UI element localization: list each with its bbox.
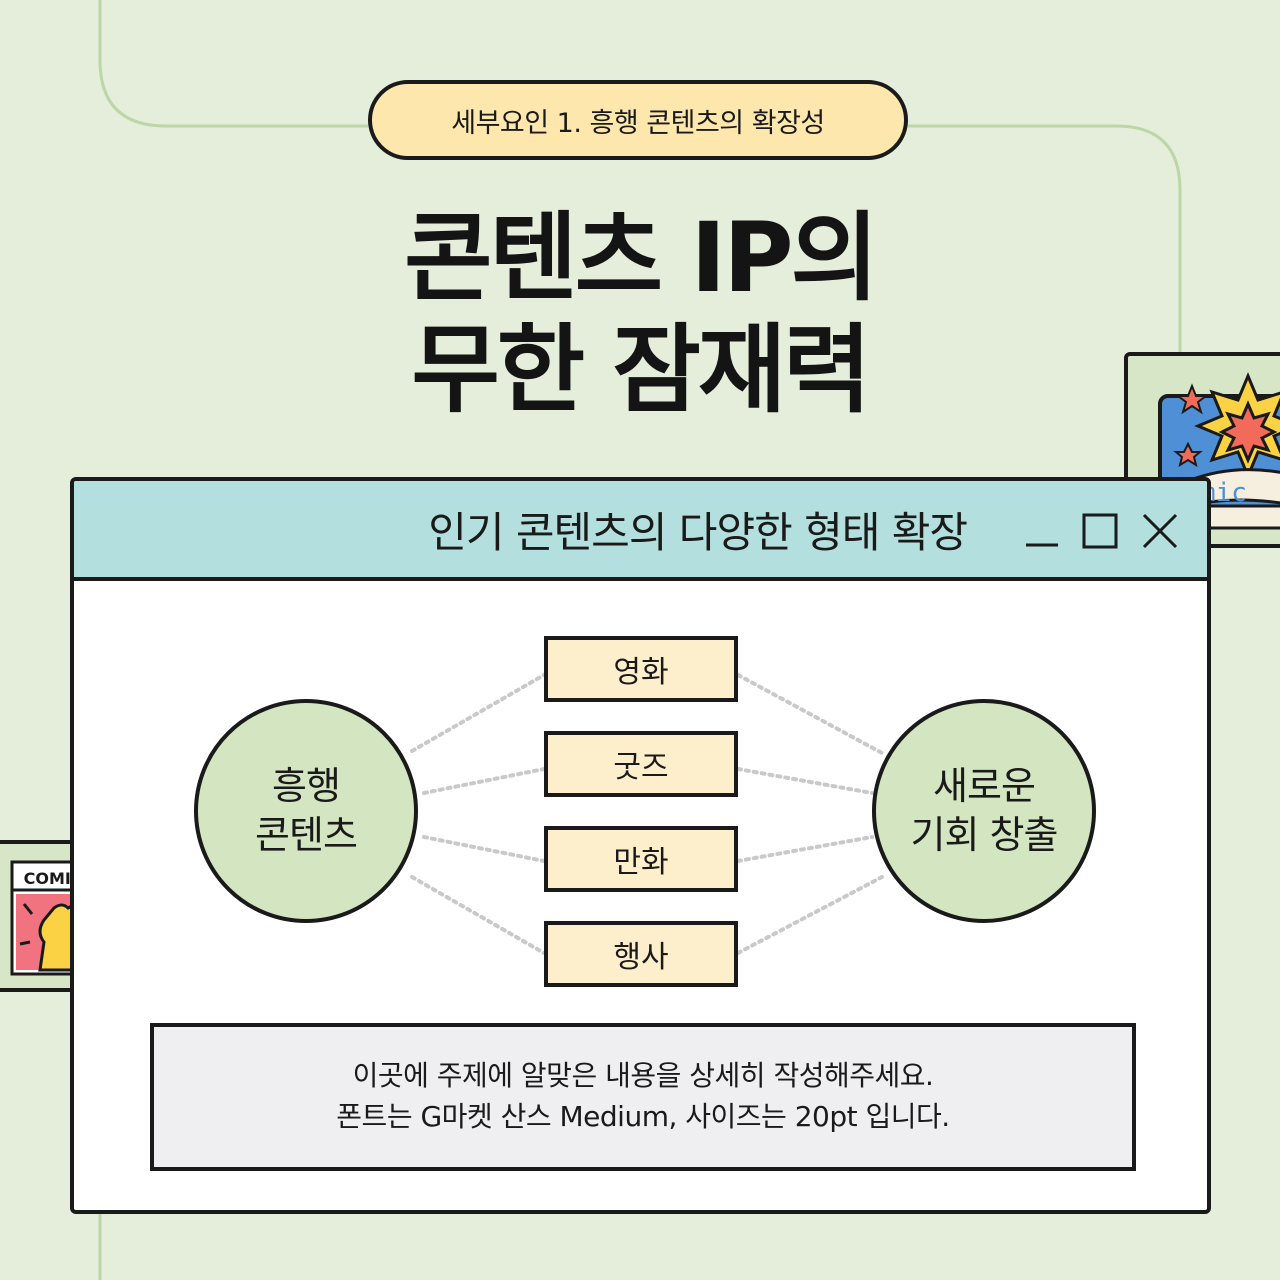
node-movie: 영화 bbox=[544, 636, 738, 702]
node-events: 행사 bbox=[544, 921, 738, 987]
description-box: 이곳에 주제에 알맞은 내용을 상세히 작성해주세요. 폰트는 G마켓 산스 M… bbox=[150, 1023, 1136, 1171]
description-line2: 폰트는 G마켓 산스 Medium, 사이즈는 20pt 입니다. bbox=[336, 1100, 950, 1133]
node-comics: 만화 bbox=[544, 826, 738, 892]
close-icon[interactable] bbox=[1138, 509, 1182, 553]
main-title-line2: 무한 잠재력 bbox=[411, 314, 871, 426]
main-title-line1: 콘텐츠 IP의 bbox=[404, 202, 879, 314]
maximize-icon[interactable] bbox=[1078, 509, 1122, 553]
target-line1: 새로운 bbox=[933, 763, 1036, 808]
comic-book-sticker: mic bbox=[1124, 352, 1280, 548]
minimize-icon[interactable] bbox=[1020, 509, 1064, 553]
target-circle: 새로운 기회 창출 bbox=[872, 699, 1096, 923]
node-goods: 굿즈 bbox=[544, 731, 738, 797]
source-circle: 흥행 콘텐츠 bbox=[194, 699, 418, 923]
section-badge-label: 세부요인 1. 흥행 콘텐츠의 확장성 bbox=[451, 107, 825, 139]
description-line1: 이곳에 주제에 알맞은 내용을 상세히 작성해주세요. bbox=[352, 1059, 934, 1093]
window-title: 인기 콘텐츠의 다양한 형태 확장 bbox=[428, 507, 968, 557]
content-window: 인기 콘텐츠의 다양한 형태 확장 흥행 콘텐츠 영화 굿즈 bbox=[70, 477, 1211, 1214]
connector-lines bbox=[410, 673, 884, 955]
section-badge: 세부요인 1. 흥행 콘텐츠의 확장성 bbox=[368, 80, 908, 160]
source-line2: 콘텐츠 bbox=[255, 813, 358, 857]
target-line2: 기회 창출 bbox=[910, 813, 1059, 857]
source-line1: 흥행 bbox=[272, 763, 341, 808]
window-titlebar: 인기 콘텐츠의 다양한 형태 확장 bbox=[74, 481, 1207, 581]
